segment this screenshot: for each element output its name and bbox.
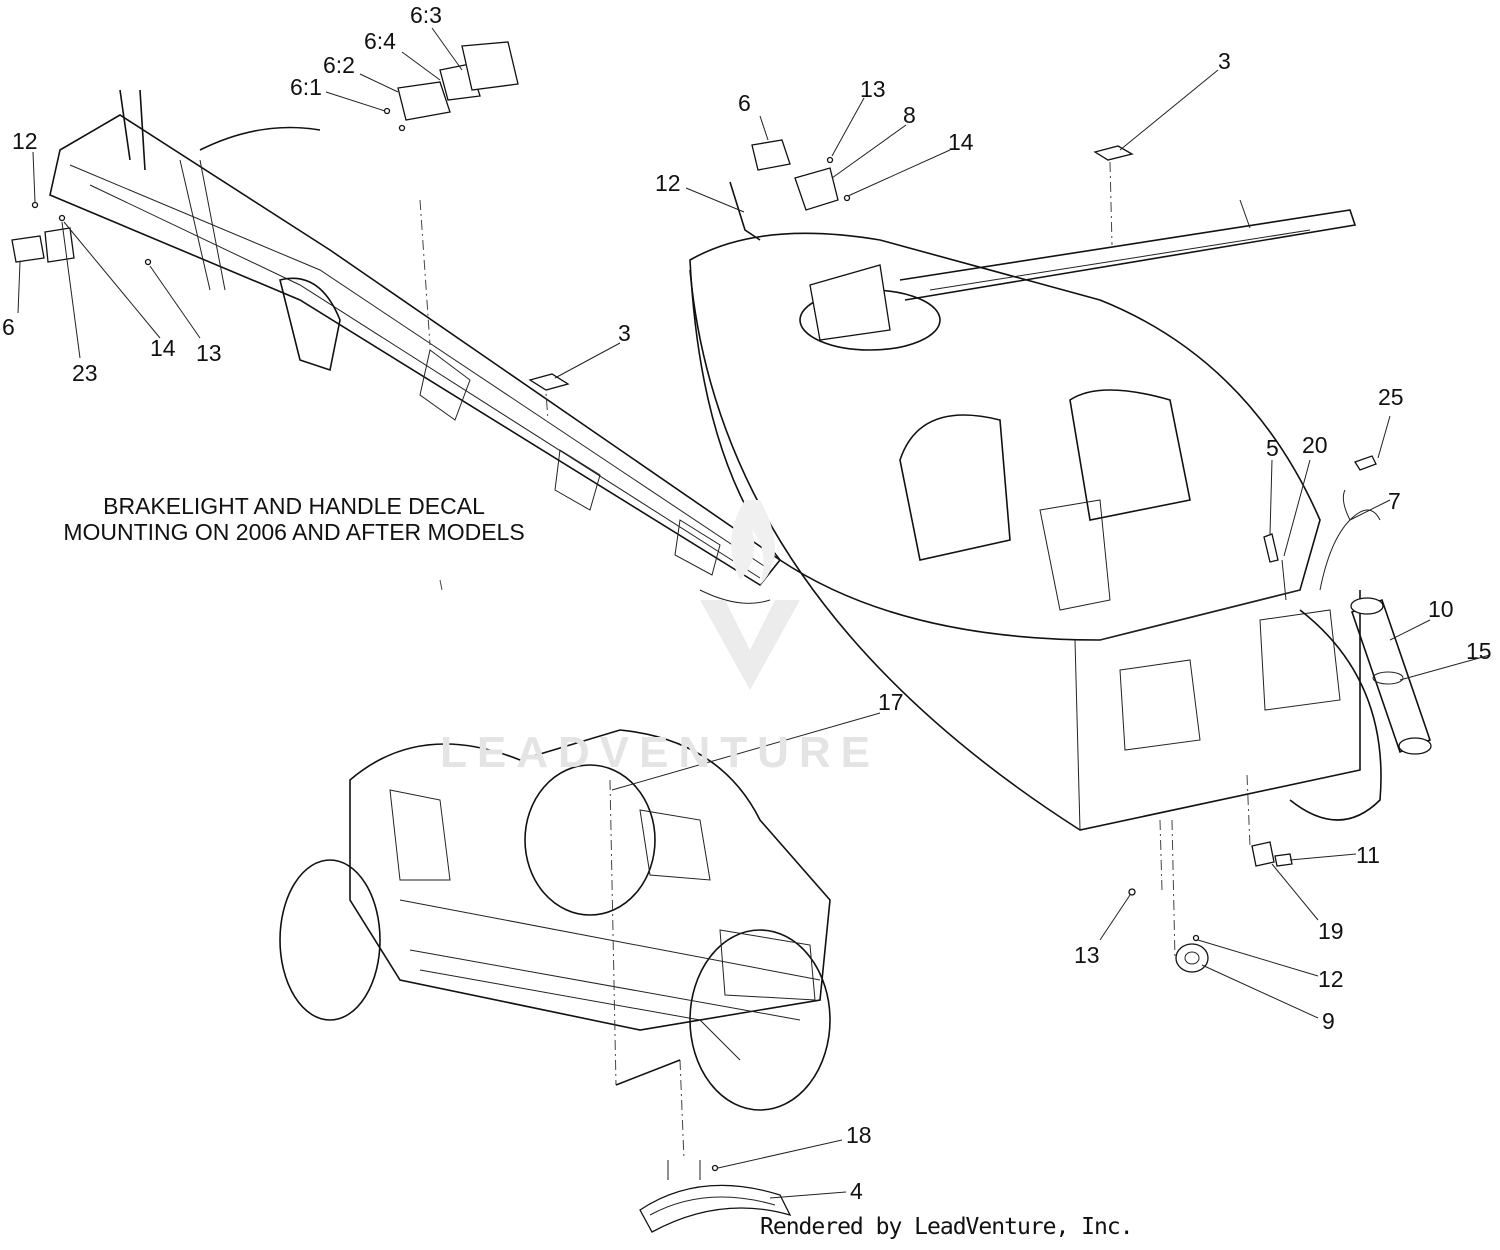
callout-label: 4 bbox=[850, 1178, 863, 1204]
callout-label: 5 bbox=[1266, 435, 1279, 461]
callout-label: 12 bbox=[12, 128, 38, 154]
callout-label: 12 bbox=[655, 170, 681, 196]
callout-label: 9 bbox=[1322, 1008, 1335, 1034]
callout-label: 13 bbox=[860, 76, 886, 102]
callout-label: 23 bbox=[72, 360, 98, 386]
render-credit: Rendered by LeadVenture, Inc. bbox=[760, 1214, 1134, 1240]
callout-label: 17 bbox=[878, 689, 904, 715]
callout-label: 10 bbox=[1428, 596, 1454, 622]
callout-label: 13 bbox=[196, 340, 222, 366]
callout-label: 14 bbox=[948, 129, 974, 155]
callout-label: 3 bbox=[1218, 48, 1231, 74]
body-tank-assembly bbox=[689, 139, 1432, 973]
caption-line-1: BRAKELIGHT AND HANDLE DECAL bbox=[103, 493, 485, 519]
callout-label: 25 bbox=[1378, 384, 1404, 410]
callout-label: 6:3 bbox=[410, 2, 442, 28]
callout-label: 19 bbox=[1318, 918, 1344, 944]
handle-frame-assembly bbox=[11, 41, 782, 604]
callout-label: 18 bbox=[846, 1122, 872, 1148]
caption-line-2: MOUNTING ON 2006 AND AFTER MODELS bbox=[63, 519, 525, 546]
callout-label: 15 bbox=[1466, 638, 1492, 664]
callout-label: 14 bbox=[150, 335, 176, 361]
callout-label: 6 bbox=[738, 90, 751, 116]
callout-label: 11 bbox=[1356, 842, 1380, 868]
callout-label: 6:1 bbox=[290, 74, 322, 100]
callout-label: 6 bbox=[2, 314, 15, 340]
watermark-logo bbox=[700, 500, 800, 690]
rear-vehicle-assembly bbox=[279, 729, 831, 1233]
callout-label: 6:2 bbox=[323, 52, 355, 78]
callout-leaders bbox=[17, 27, 1491, 1199]
callout-label: 6:4 bbox=[364, 28, 396, 54]
diagram-caption: BRAKELIGHT AND HANDLE DECAL MOUNTING ON … bbox=[14, 493, 574, 546]
watermark-text: LEADVENTURE bbox=[440, 728, 881, 777]
callout-label: 12 bbox=[1318, 966, 1344, 992]
callout-label: 7 bbox=[1388, 488, 1401, 514]
callout-label: 13 bbox=[1074, 942, 1100, 968]
callout-label: 8 bbox=[903, 102, 916, 128]
callout-label: 3 bbox=[618, 320, 631, 346]
callout-label: 20 bbox=[1302, 432, 1328, 458]
